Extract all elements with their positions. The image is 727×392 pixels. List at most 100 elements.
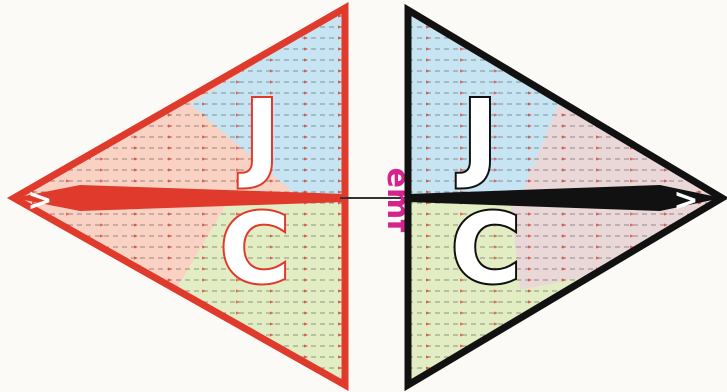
right-flow-arrow [664,58,668,61]
right-flow-arrow [562,36,566,39]
left-flow-arrow [236,344,240,347]
right-flow-arrow [528,333,532,336]
left-flow-arrow [100,25,104,28]
left-flow-arrow [202,344,206,347]
right-flow-arrow [698,322,702,325]
left-flow-arrow [32,234,36,237]
right-flow-arrow [664,366,668,369]
right-kite: > J C [408,10,722,385]
left-flow-arrow [236,355,240,358]
right-flow-arrow [562,47,566,50]
left-flow-arrow [134,311,138,314]
left-flow-arrow [100,47,104,50]
right-flow-arrow [698,14,702,17]
left-flow-arrow [134,366,138,369]
left-flow-arrow [66,311,70,314]
right-flow-arrow [698,91,702,94]
left-flow-arrow [168,25,172,28]
left-flow-arrow [134,102,138,105]
right-flow-arrow [630,58,634,61]
right-flow-arrow [664,14,668,17]
right-flow-arrow [528,322,532,325]
right-flow-arrow [698,234,702,237]
left-flow-arrow [66,355,70,358]
left-flow-arrow [66,25,70,28]
left-flow-arrow [134,300,138,303]
right-flow-arrow [630,80,634,83]
right-flow-arrow [630,278,634,281]
right-flow-arrow [562,91,566,94]
left-flow-arrow [304,377,308,380]
left-flow-arrow [168,355,172,358]
left-flow-arrow [236,47,240,50]
left-flow-arrow [66,102,70,105]
left-flow-arrow [32,377,36,380]
right-flow-arrow [630,69,634,72]
right-flow-arrow [698,333,702,336]
right-flow-arrow [494,355,498,358]
left-flow-arrow [202,377,206,380]
left-flow-arrow [168,14,172,17]
right-flow-arrow [664,47,668,50]
left-flow-arrow [202,355,206,358]
left-flow-arrow [202,36,206,39]
right-flow-arrow [630,366,634,369]
right-flow-arrow [630,47,634,50]
left-flow-arrow [134,355,138,358]
left-flow-arrow [134,333,138,336]
right-flow-arrow [562,300,566,303]
left-flow-arrow [134,47,138,50]
right-flow-arrow [630,267,634,270]
right-flow-arrow [664,344,668,347]
right-flow-arrow [664,311,668,314]
left-flow-arrow [32,146,36,149]
left-flow-arrow [32,124,36,127]
left-flow-arrow [270,366,274,369]
left-flow-arrow [32,47,36,50]
left-flow-arrow [202,322,206,325]
left-flow-arrow [134,80,138,83]
right-flow-arrow [630,322,634,325]
left-flow-arrow [100,69,104,72]
right-flow-arrow [596,25,600,28]
right-flow-arrow [460,366,464,369]
left-flow-arrow [100,58,104,61]
left-flow-arrow [66,234,70,237]
left-flow-arrow [66,113,70,116]
right-flow-arrow [562,69,566,72]
left-flow-arrow [100,256,104,259]
right-flow-arrow [596,14,600,17]
left-flow-arrow [100,91,104,94]
left-flow-arrow [32,289,36,292]
left-flow-arrow [134,69,138,72]
left-flow-arrow [66,278,70,281]
left-flow-arrow [100,124,104,127]
right-flow-arrow [664,256,668,259]
right-flow-arrow [698,366,702,369]
left-flow-arrow [202,366,206,369]
left-flow-arrow [202,80,206,83]
right-flow-arrow [596,355,600,358]
right-flow-arrow [630,355,634,358]
left-flow-arrow [66,80,70,83]
left-flow-arrow [32,135,36,138]
right-flow-arrow [698,245,702,248]
left-flow-arrow [134,36,138,39]
right-flow-arrow [664,377,668,380]
right-flow-arrow [698,157,702,160]
left-flow-arrow [168,47,172,50]
left-flow-arrow [66,333,70,336]
right-flow-arrow [596,366,600,369]
right-flow-arrow [494,377,498,380]
right-flow-arrow [562,355,566,358]
left-flow-arrow [66,135,70,138]
left-flow-arrow [168,300,172,303]
right-flow-arrow [596,58,600,61]
left-flow-arrow [236,36,240,39]
right-flow-arrow [596,69,600,72]
right-flow-arrow [596,113,600,116]
left-flow-arrow [32,311,36,314]
right-flow-arrow [562,322,566,325]
right-flow-arrow [664,113,668,116]
